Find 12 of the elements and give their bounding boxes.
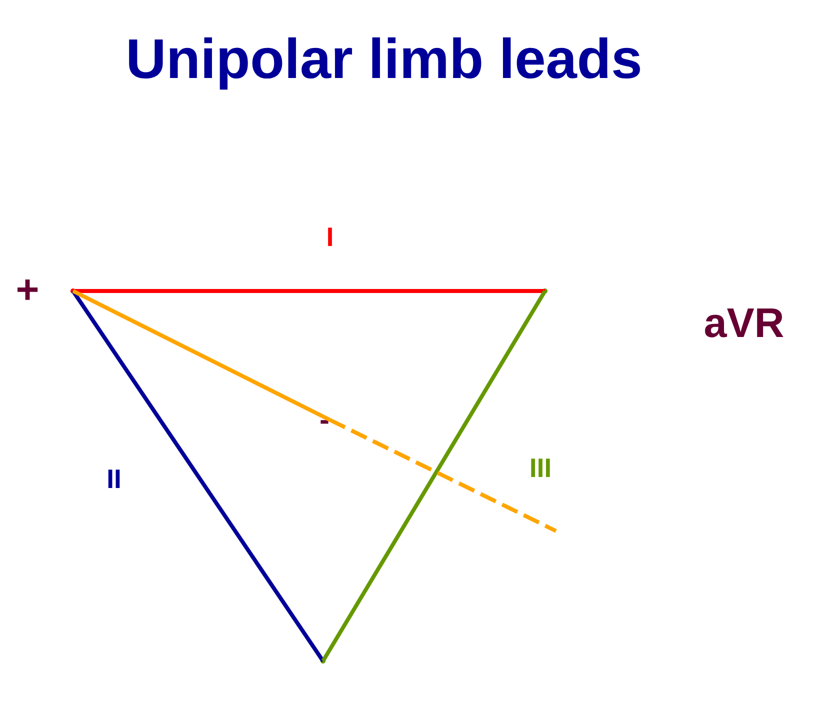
minus-sign: - <box>320 420 328 424</box>
edge-label: II <box>108 470 120 488</box>
edge-label: III <box>531 458 550 477</box>
edge-label: I <box>328 228 332 246</box>
lead-name: aVR <box>705 308 784 338</box>
lead-line <box>321 290 547 662</box>
plus-sign: + <box>18 280 38 300</box>
lead-line <box>72 289 331 422</box>
lead-line <box>71 290 325 662</box>
dashed-line <box>328 418 557 533</box>
title: Unipolar limb leads <box>129 37 640 90</box>
lead-line <box>73 289 545 293</box>
